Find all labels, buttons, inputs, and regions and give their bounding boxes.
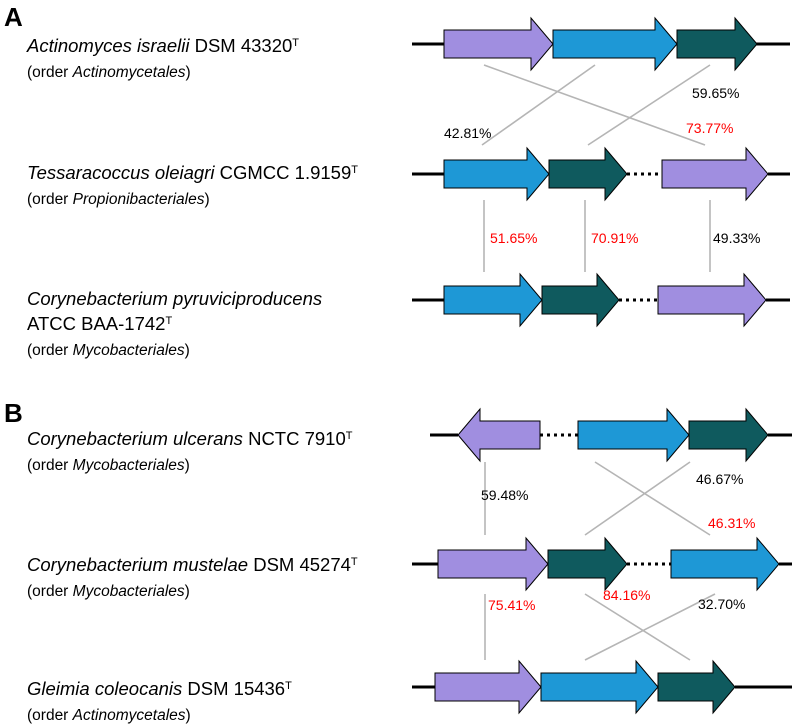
homology-line	[584, 461, 691, 536]
homology-line	[483, 64, 706, 146]
identity-label: 59.65%	[692, 85, 739, 101]
strain-id: DSM 15436	[187, 678, 286, 699]
species-name: Actinomyces israelii	[27, 35, 190, 56]
identity-label-highlight: 46.31%	[708, 515, 755, 531]
homology-lines-panel-a	[481, 64, 711, 272]
species-name: Corynebacterium ulcerans	[27, 428, 243, 449]
gene-arrow-teal	[688, 407, 769, 463]
gene-arrow-blue	[577, 407, 690, 463]
homology-line	[584, 593, 691, 661]
identity-label-highlight: 51.65%	[490, 230, 537, 246]
order-label: (order Actinomycetales)	[27, 64, 191, 81]
identity-label: 46.67%	[696, 471, 743, 487]
gene-cluster-row-a3	[412, 272, 790, 328]
order-label: (order Actinomycetales)	[27, 707, 191, 724]
organism-label-corynebacterium-mustelae: Corynebacterium mustelae DSM 45274T (ord…	[27, 552, 358, 604]
species-name: Corynebacterium pyruviciproducens	[27, 288, 323, 309]
gene-arrow-purple	[437, 536, 549, 592]
strain-id: NCTC 7910	[248, 428, 346, 449]
gene-arrow-purple	[657, 272, 767, 328]
identity-label: 42.81%	[444, 125, 491, 141]
gene-arrow-purple	[661, 146, 769, 202]
gene-cluster-row-a2	[412, 146, 790, 202]
gene-cluster-row-a1	[412, 16, 790, 72]
identity-label-highlight: 73.77%	[686, 120, 733, 136]
identity-label-highlight: 70.91%	[591, 230, 638, 246]
strain-id: ATCC BAA-1742	[27, 313, 166, 334]
gene-arrow-blue	[670, 536, 780, 592]
gene-arrow-purple	[443, 16, 554, 72]
panel-a-label: A	[4, 2, 23, 32]
gene-arrow-blue	[443, 272, 543, 328]
gene-cluster-row-b3	[412, 659, 792, 715]
homology-line	[587, 64, 711, 146]
type-strain-mark: T	[345, 430, 353, 442]
homology-line	[481, 64, 596, 146]
gene-cluster-row-b2	[412, 536, 792, 592]
identity-label-highlight: 75.41%	[488, 597, 535, 613]
species-name: Tessaracoccus oleiagri	[27, 162, 215, 183]
species-name: Corynebacterium mustelae	[27, 554, 249, 575]
gene-arrow-blue	[552, 16, 678, 72]
gene-arrow-teal	[676, 16, 758, 72]
identity-label-highlight: 84.16%	[603, 587, 650, 603]
organism-label-actinomyces-israelii: Actinomyces israelii DSM 43320T (order A…	[27, 33, 299, 85]
type-strain-mark: T	[292, 37, 300, 49]
organism-label-corynebacterium-ulcerans: Corynebacterium ulcerans NCTC 7910T (ord…	[27, 426, 353, 478]
gene-arrow-blue	[443, 146, 550, 202]
species-name: Gleimia coleocanis	[27, 678, 183, 699]
order-label: (order Mycobacteriales)	[27, 457, 190, 474]
identity-label: 49.33%	[713, 230, 760, 246]
organism-label-tessaracoccus-oleiagri: Tessaracoccus oleiagri CGMCC 1.9159T (or…	[27, 160, 358, 212]
strain-id: DSM 43320	[194, 35, 293, 56]
order-label: (order Mycobacteriales)	[27, 583, 190, 600]
homology-lines-panel-b	[484, 461, 716, 661]
gene-arrow-blue	[540, 659, 659, 715]
organism-label-gleimia-coleocanis: Gleimia coleocanis DSM 15436T (order Act…	[27, 676, 292, 728]
gene-arrow-teal	[657, 659, 736, 715]
gene-arrow-purple-reverse	[457, 407, 541, 463]
identity-label: 59.48%	[481, 487, 528, 503]
type-strain-mark: T	[351, 164, 358, 176]
gene-arrow-teal	[541, 272, 620, 328]
gene-cluster-row-b1	[430, 407, 792, 463]
homology-line	[584, 593, 716, 661]
type-strain-mark: T	[350, 556, 358, 568]
panel-b-label: B	[4, 398, 23, 428]
strain-id: CGMCC 1.9159	[219, 162, 352, 183]
order-label: (order Propionibacteriales)	[27, 191, 210, 208]
gene-arrow-purple	[434, 659, 542, 715]
strain-id: DSM 45274	[253, 554, 351, 575]
order-label: (order Mycobacteriales)	[27, 342, 190, 359]
gene-arrow-teal	[547, 536, 628, 592]
organism-label-corynebacterium-pyruviciproducens: Corynebacterium pyruviciproducens ATCC B…	[27, 286, 322, 363]
type-strain-mark: T	[285, 680, 292, 692]
gene-arrow-teal	[548, 146, 628, 202]
homology-line	[594, 461, 711, 536]
identity-label: 32.70%	[698, 596, 745, 612]
type-strain-mark: T	[165, 315, 173, 327]
